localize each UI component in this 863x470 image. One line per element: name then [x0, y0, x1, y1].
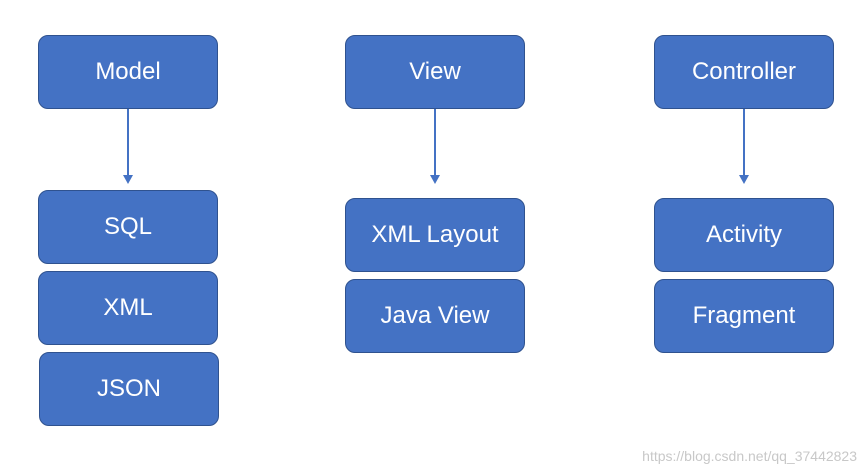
model-item-label: XML	[103, 294, 153, 321]
controller-item-activity: Activity	[654, 198, 834, 272]
view-header-label: View	[409, 58, 461, 85]
controller-item-fragment: Fragment	[654, 279, 834, 353]
model-item-xml: XML	[38, 271, 218, 345]
watermark-text: https://blog.csdn.net/qq_37442823	[642, 448, 857, 464]
view-header-box: View	[345, 35, 525, 109]
controller-item-label: Activity	[705, 221, 782, 248]
model-item-label: JSON	[96, 375, 161, 402]
view-item-xml-layout: XML Layout	[345, 198, 525, 272]
model-item-json: JSON	[39, 352, 219, 426]
view-item-label: XML Layout	[371, 221, 499, 248]
view-arrow-icon	[429, 109, 441, 184]
view-item-java-view: Java View	[345, 279, 525, 353]
model-header-box: Model	[38, 35, 218, 109]
model-item-sql: SQL	[38, 190, 218, 264]
model-arrow-icon	[122, 109, 134, 184]
controller-item-label: Fragment	[692, 302, 796, 329]
view-item-label: Java View	[380, 302, 490, 329]
controller-header-box: Controller	[654, 35, 834, 109]
model-header-label: Model	[95, 58, 161, 85]
controller-header-label: Controller	[691, 58, 797, 85]
controller-arrow-icon	[738, 109, 750, 184]
model-item-label: SQL	[103, 213, 153, 240]
